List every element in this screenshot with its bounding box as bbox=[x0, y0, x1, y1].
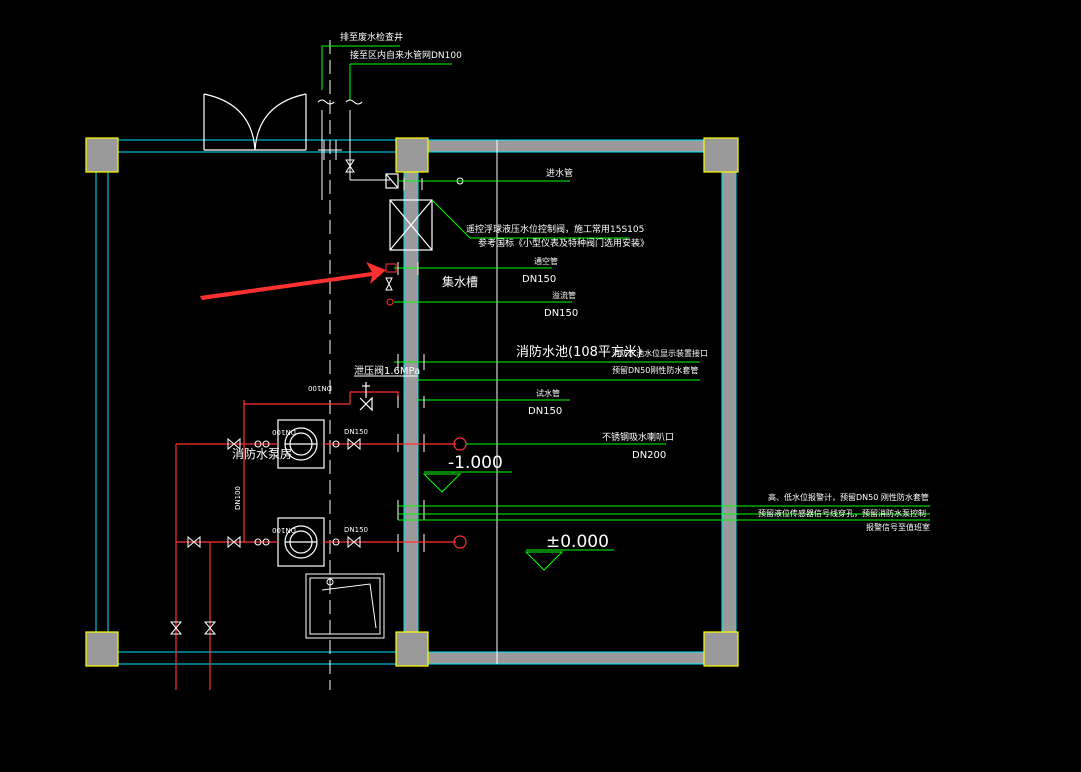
pump-room-outline bbox=[88, 139, 404, 665]
vent-pipe-label: 通空管 bbox=[534, 256, 558, 266]
pool-label: 消防水池(108平方米) bbox=[516, 344, 642, 360]
stainless-outlet-label: 不锈钢吸水喇叭口 bbox=[602, 431, 674, 443]
overflow-dn-label: DN150 bbox=[544, 308, 578, 319]
alarm-lines bbox=[398, 505, 930, 521]
double-door bbox=[203, 93, 307, 151]
incoming-pipes bbox=[318, 45, 452, 200]
level-symbol-minus bbox=[422, 473, 462, 493]
vent-overflow bbox=[385, 262, 572, 303]
dn100-top-label: DN100 bbox=[308, 384, 332, 392]
dn100-vertical-label: DN100 bbox=[234, 486, 242, 510]
break-mark-1 bbox=[317, 99, 335, 105]
dn100-left2-label: DN100 bbox=[272, 526, 296, 534]
text-labels: 排至废水检查井 接至区内自来水管网DN100 进水管 遥控浮球液压水位控制阀，施… bbox=[232, 31, 930, 552]
suction-bell-2 bbox=[453, 535, 467, 549]
inlet-pipe-label: 进水管 bbox=[546, 167, 573, 179]
fire-pump-2 bbox=[277, 517, 325, 567]
vent-dn-label: DN150 bbox=[522, 274, 556, 285]
pump-piping bbox=[175, 404, 456, 690]
hl-note-2: 预留液位传感器信号线穿孔，预留消防水泵控制 bbox=[758, 508, 926, 518]
inlet-from-main-label: 接至区内自来水管网DN100 bbox=[350, 49, 462, 61]
sump-pit bbox=[305, 573, 385, 639]
level-zero-label: ±0.000 bbox=[546, 532, 609, 552]
wall-sleeves bbox=[397, 178, 425, 552]
valve-note-1: 遥控浮球液压水位控制阀，施工常用15S105 bbox=[466, 223, 644, 235]
level-note-2: 预留DN50刚性防水套管 bbox=[612, 365, 698, 375]
level-control-valve bbox=[385, 173, 433, 251]
annotation-arrow bbox=[200, 262, 386, 300]
pool-wall-inner-lines bbox=[403, 139, 737, 665]
dn150-right1-label: DN150 bbox=[344, 428, 368, 436]
test-dn-label: DN150 bbox=[528, 406, 562, 417]
columns bbox=[85, 137, 739, 667]
valve-note-2: 参考国标《小型仪表及特种阀门选用安装》 bbox=[478, 237, 649, 249]
gate-valve-top bbox=[345, 159, 355, 173]
level-indicator-lines bbox=[354, 361, 700, 401]
pool-walls bbox=[404, 140, 736, 664]
hl-note-1: 高、低水位报警计，预留DN50 刚性防水套管 bbox=[768, 492, 929, 502]
level-symbol-zero bbox=[524, 551, 564, 571]
test-pipe-label: 试水管 bbox=[536, 388, 560, 398]
pressure-valve-label: 泄压阀1.6MPa bbox=[354, 364, 420, 377]
break-mark-2 bbox=[345, 99, 363, 105]
pipe-valves bbox=[169, 437, 361, 635]
level-minus-label: -1.000 bbox=[448, 453, 503, 473]
stainless-dn-label: DN200 bbox=[632, 450, 666, 461]
pump-room-label: 消防水泵房 bbox=[232, 446, 292, 461]
dn100-left1-label: DN100 bbox=[272, 428, 296, 436]
sump-label: 集水槽 bbox=[442, 274, 478, 289]
overflow-pipe-label: 溢流管 bbox=[552, 290, 576, 300]
hl-note-3: 报警信号至值班室 bbox=[866, 522, 930, 532]
dn150-right2-label: DN150 bbox=[344, 526, 368, 534]
level-note-1: 消防水池水位显示装置接口 bbox=[612, 348, 708, 358]
drain-to-well-label: 排至废水检查井 bbox=[340, 31, 403, 43]
